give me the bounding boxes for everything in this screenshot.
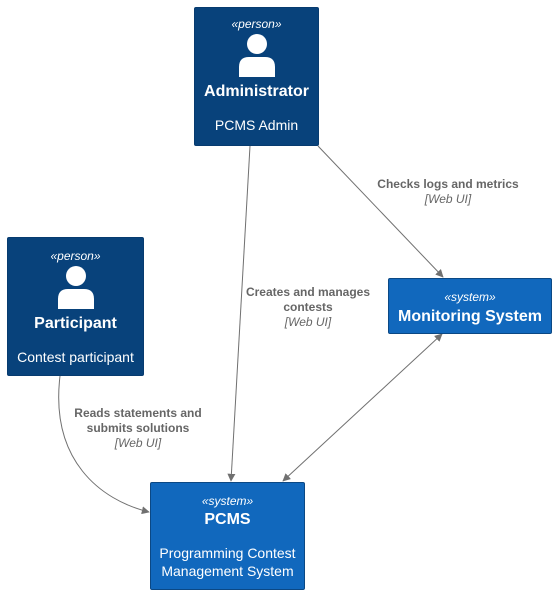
pcms-description-line1: Programming Contest <box>159 545 296 561</box>
edge-monitoring-pcms <box>282 333 443 482</box>
pcms-stereotype: «system» <box>201 494 254 508</box>
admin-to-monitoring-tech: [Web UI] <box>424 192 472 206</box>
label-admin-to-pcms: Creates and manages contests [Web UI] <box>236 285 380 330</box>
admin-to-pcms-title-line1: Creates and manages <box>245 285 371 299</box>
administrator-stereotype: «person» <box>231 17 282 31</box>
node-pcms[interactable]: «system» PCMS Programming Contest Manage… <box>150 482 305 590</box>
administrator-title: Administrator <box>204 83 309 100</box>
edge-admin-to-monitoring <box>317 145 444 278</box>
participant-to-pcms-title-line1: Reads statements and <box>74 406 202 420</box>
participant-title: Participant <box>34 315 117 332</box>
pcms-title: PCMS <box>204 511 251 528</box>
person-icon <box>238 34 275 77</box>
participant-description: Contest participant <box>17 349 134 365</box>
admin-to-monitoring-title: Checks logs and metrics <box>377 177 519 191</box>
node-monitoring-system[interactable]: «system» Monitoring System <box>388 278 552 334</box>
node-participant[interactable]: «person» Participant Contest participant <box>7 237 144 376</box>
participant-stereotype: «person» <box>50 249 101 263</box>
admin-to-pcms-title-line2: contests <box>283 300 333 314</box>
edge-participant-to-pcms <box>58 375 150 515</box>
pcms-description-line2: Management System <box>161 563 294 579</box>
admin-to-pcms-tech: [Web UI] <box>284 315 332 329</box>
monitoring-stereotype: «system» <box>444 290 496 304</box>
node-administrator[interactable]: «person» Administrator PCMS Admin <box>194 7 319 146</box>
monitoring-title: Monitoring System <box>397 308 542 325</box>
label-admin-to-monitoring: Checks logs and metrics [Web UI] <box>368 177 528 207</box>
edge-admin-to-pcms <box>227 145 251 482</box>
label-participant-to-pcms: Reads statements and submits solutions [… <box>62 406 214 451</box>
person-icon <box>57 266 94 309</box>
administrator-description: PCMS Admin <box>214 117 299 133</box>
participant-to-pcms-title-line2: submits solutions <box>86 421 190 435</box>
participant-to-pcms-tech: [Web UI] <box>114 436 162 450</box>
